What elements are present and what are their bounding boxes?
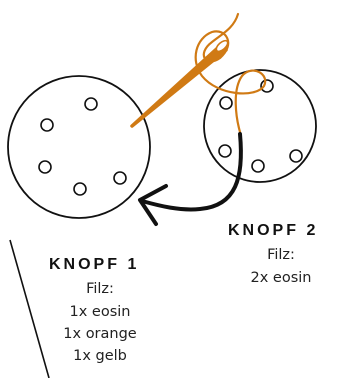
button-1-hole	[113, 171, 127, 185]
button-1-detail-gelb: 1x gelb	[73, 348, 127, 364]
button-2-outline	[203, 69, 317, 183]
button-2-detail-eosin: 2x eosin	[250, 270, 312, 286]
button-2-hole	[218, 144, 232, 158]
button-1-shape	[7, 75, 151, 219]
button-1-title: KNOPF 1	[49, 256, 140, 273]
button-1-detail-eosin: 1x eosin	[69, 304, 131, 320]
button-1-outline	[7, 75, 151, 219]
button-1-hole	[38, 160, 52, 174]
thread	[194, 12, 267, 134]
sewing-needle-icon	[130, 39, 229, 128]
button-2-hole	[289, 149, 303, 163]
button-1-detail-orange: 1x orange	[63, 326, 137, 342]
button-2-hole	[251, 159, 265, 173]
button-1-hole	[84, 97, 98, 111]
button-2-detail-label: Filz:	[267, 247, 295, 263]
button-2-title: KNOPF 2	[228, 222, 319, 239]
button-2-holes	[218, 79, 303, 173]
curved-arrow-icon	[138, 132, 243, 226]
button-1-holes	[38, 97, 127, 196]
button-1-detail-label: Filz:	[86, 281, 114, 297]
button-1-hole	[40, 118, 54, 132]
strap-line	[9, 239, 50, 378]
button-1-hole	[73, 182, 87, 196]
button-2-shape	[203, 69, 317, 183]
button-2-hole	[219, 96, 233, 110]
